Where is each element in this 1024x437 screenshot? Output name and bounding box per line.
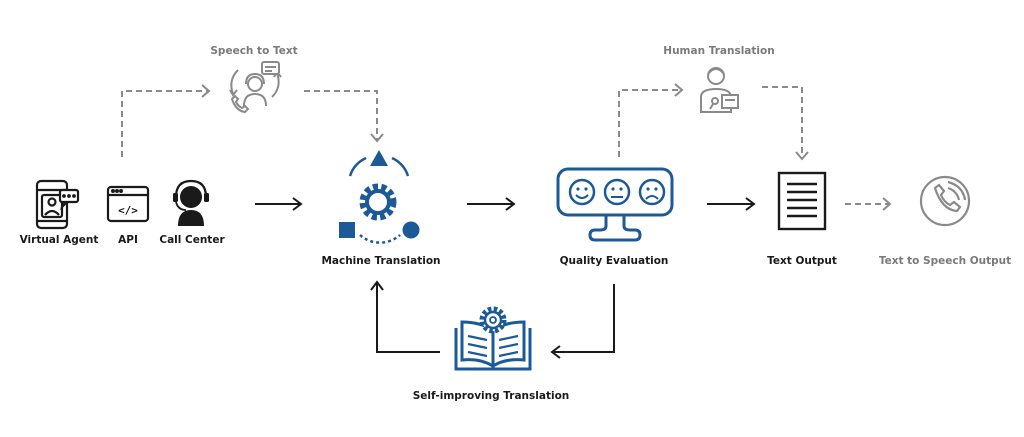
arrow-quality-to-text-output [707, 197, 756, 211]
arrow-quality-to-human-translation [618, 83, 684, 157]
machine-translation-icon [339, 150, 420, 244]
virtual-agent-icon [35, 179, 80, 230]
arrow-inputs-to-machine-translation [255, 197, 303, 211]
self-improving-translation-icon [454, 306, 532, 371]
human-translation-icon [700, 67, 739, 113]
virtual-agent-label: Virtual Agent [20, 234, 99, 246]
speech-to-text-icon [229, 61, 282, 114]
code-glyph: </> [118, 204, 138, 217]
arrow-inputs-to-speech-to-text [121, 84, 211, 157]
text-to-speech-output-label: Text to Speech Output [879, 255, 1011, 267]
arrow-quality-to-self-improving [550, 284, 615, 359]
text-output-icon [777, 171, 827, 231]
quality-evaluation-icon [556, 167, 674, 242]
machine-translation-label: Machine Translation [321, 255, 440, 267]
speech-to-text-label: Speech to Text [210, 45, 297, 57]
arrow-self-improving-to-machine [370, 280, 440, 353]
self-improving-translation-label: Self-improving Translation [413, 390, 570, 402]
arrow-machine-to-quality [467, 197, 516, 211]
api-icon [106, 185, 150, 223]
quality-evaluation-label: Quality Evaluation [560, 255, 669, 267]
api-label: API [118, 234, 138, 246]
human-translation-label: Human Translation [663, 45, 774, 57]
call-center-icon [173, 179, 209, 226]
arrow-text-output-to-speech [845, 197, 892, 211]
arrow-human-translation-to-text-output [762, 86, 809, 161]
call-center-label: Call Center [159, 234, 225, 246]
text-to-speech-icon [919, 175, 971, 227]
text-output-label: Text Output [767, 255, 837, 267]
arrow-speech-to-text-to-machine [304, 90, 384, 143]
